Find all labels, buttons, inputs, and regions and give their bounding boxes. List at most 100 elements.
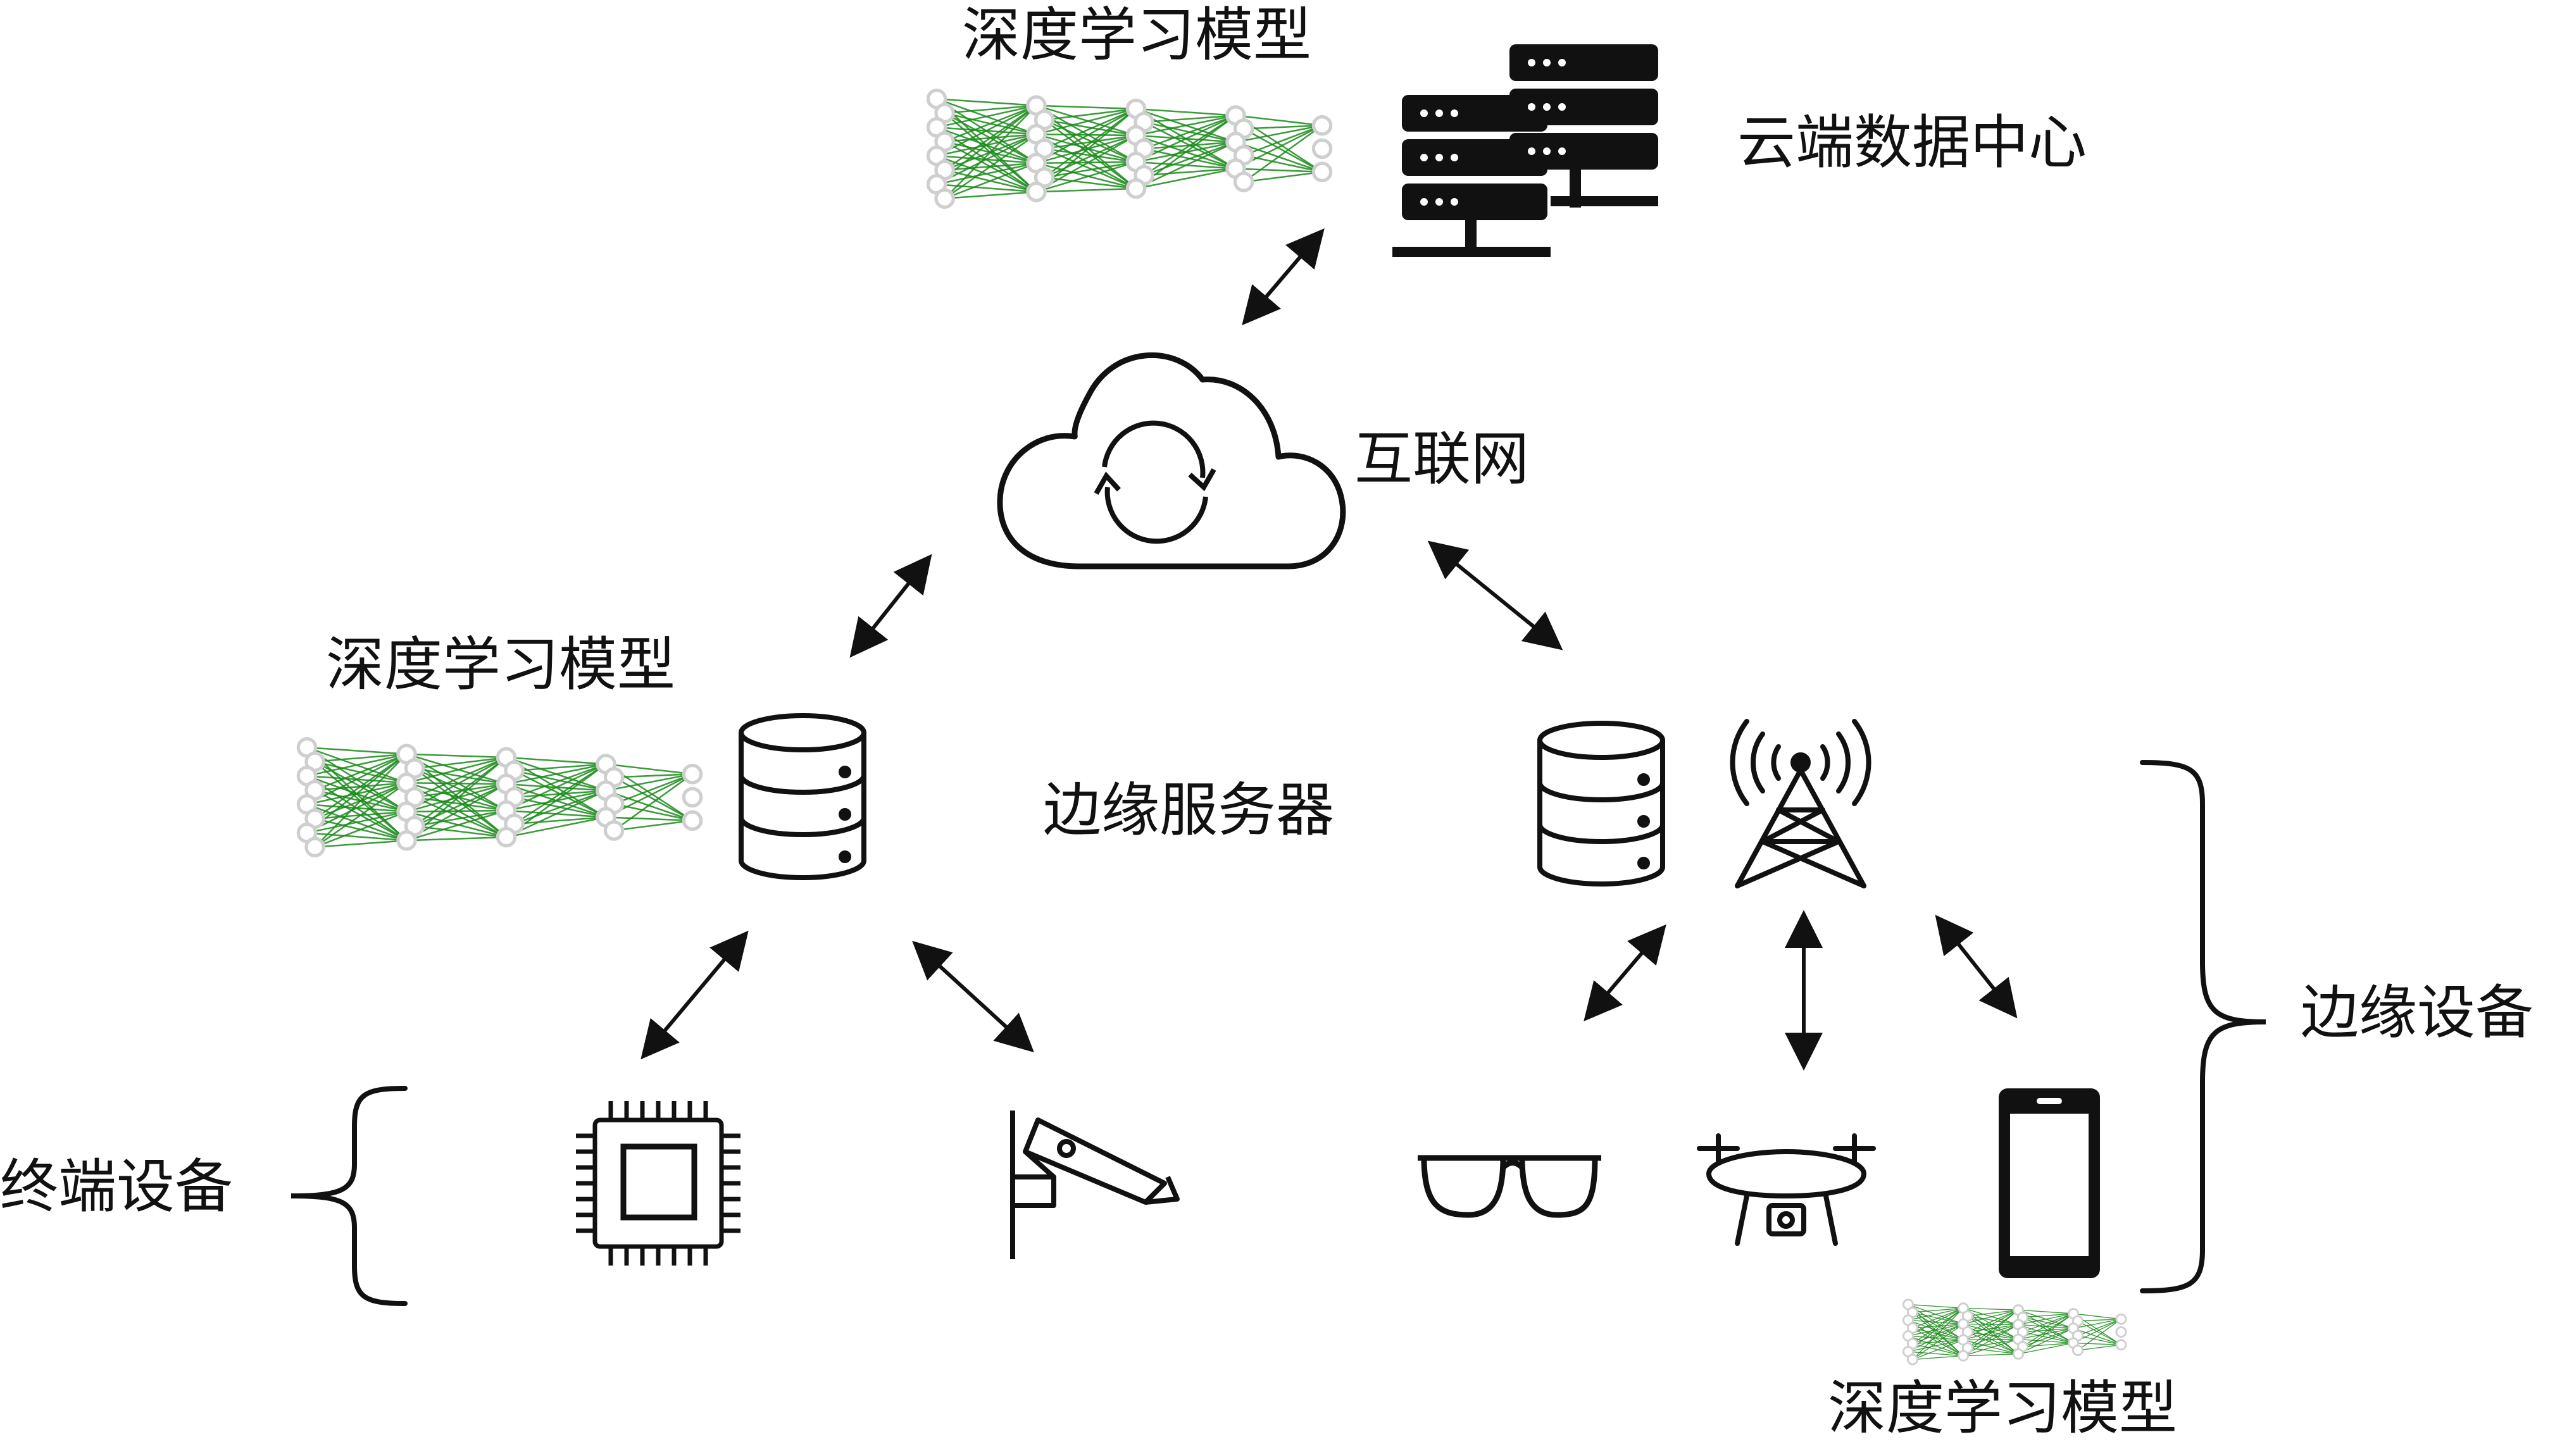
- network-edge: [1963, 1309, 2019, 1325]
- network-node: [2115, 1339, 2127, 1351]
- arrow-cloud-to-edge-left: [849, 554, 932, 658]
- network-edge: [1036, 162, 1137, 190]
- network-edge: [1036, 161, 1137, 165]
- network-edge: [1908, 1307, 1964, 1336]
- label-edge-server: 边缘服务器: [1043, 776, 1335, 844]
- network-edge: [944, 104, 1037, 199]
- network-node: [1311, 115, 1333, 136]
- network-edge: [613, 819, 693, 831]
- network-edge: [1144, 115, 1236, 123]
- network-edge: [306, 753, 407, 777]
- network-edge: [406, 756, 507, 784]
- network-node: [682, 763, 703, 785]
- network-edge: [944, 162, 1037, 199]
- network-edge: [1044, 119, 1137, 190]
- network-edge: [1912, 1307, 1964, 1313]
- label-cloud-datacenter: 云端数据中心: [1737, 109, 2087, 177]
- network-edge: [613, 773, 693, 805]
- arrow-edge-to-camera: [912, 940, 1034, 1053]
- label-edge-devices: 边缘设备: [2301, 979, 2534, 1047]
- network-edge: [406, 783, 507, 812]
- neural-network-icon-cloud: [926, 88, 1333, 209]
- label-model-cloud: 深度学习模型: [962, 1, 1312, 69]
- network-edge: [1036, 104, 1137, 137]
- network-edge: [1135, 168, 1236, 190]
- server-rack-icon: [1392, 44, 1658, 257]
- network-edge: [1912, 1355, 1964, 1360]
- network-edge: [514, 790, 606, 825]
- network-edge: [1912, 1307, 1964, 1345]
- network-edge: [1908, 1351, 1964, 1357]
- arrow-db-to-glasses: [1584, 924, 1666, 1022]
- network-edge: [1967, 1324, 2019, 1333]
- network-edge: [1044, 119, 1137, 163]
- network-edge: [1036, 134, 1137, 164]
- network-edge: [314, 782, 408, 848]
- network-edge: [1036, 187, 1137, 193]
- network-node: [682, 787, 703, 808]
- network-edge: [406, 809, 507, 842]
- network-edge: [1967, 1309, 2019, 1317]
- chip-icon: [576, 1101, 740, 1266]
- network-edge: [1912, 1339, 1964, 1360]
- network-edge: [306, 746, 407, 756]
- arrow-cloud-to-edge-right: [1427, 540, 1563, 650]
- network-edge: [506, 756, 606, 765]
- network-node: [1311, 138, 1333, 159]
- database-icon-right: [1537, 721, 1665, 887]
- glasses-icon: [1418, 1155, 1601, 1218]
- network-edge: [606, 816, 693, 822]
- network-edge: [406, 782, 507, 812]
- network-edge: [514, 816, 606, 825]
- network-edge: [1144, 115, 1236, 150]
- network-edge: [2022, 1313, 2074, 1347]
- network-edge: [1235, 168, 1323, 173]
- network-edge: [414, 768, 507, 812]
- network-node: [934, 188, 955, 209]
- network-edge: [2077, 1319, 2121, 1351]
- network-edge: [414, 756, 507, 827]
- network-edge: [1912, 1307, 1964, 1329]
- network-edge: [2073, 1319, 2121, 1329]
- network-edge: [506, 816, 606, 838]
- edge-devices-brace: [2140, 760, 2266, 1293]
- network-edge: [414, 768, 507, 838]
- label-model-edge-server: 深度学习模型: [326, 631, 676, 699]
- network-edge: [414, 756, 507, 799]
- network-edge: [1967, 1316, 2019, 1340]
- network-edge: [1963, 1323, 2019, 1340]
- network-edge: [1135, 115, 1236, 137]
- network-edge: [406, 781, 507, 785]
- network-edge: [513, 763, 607, 825]
- network-edge: [414, 756, 507, 769]
- network-edge: [306, 811, 407, 834]
- network-edge: [2077, 1344, 2121, 1351]
- cell-tower-icon: [1730, 719, 1871, 888]
- network-edge: [314, 753, 408, 848]
- network-edge: [514, 763, 606, 772]
- network-edge: [306, 753, 408, 806]
- network-edge: [406, 809, 507, 813]
- network-node: [2115, 1313, 2127, 1325]
- network-edge: [1963, 1307, 2019, 1310]
- network-edge: [2073, 1342, 2121, 1345]
- label-internet: 互联网: [1354, 425, 1530, 493]
- arrow-edge-to-chip: [640, 930, 749, 1060]
- network-edge: [2018, 1342, 2074, 1355]
- network-edge: [1243, 125, 1323, 183]
- arrow-tower-to-phone: [1935, 914, 2018, 1019]
- network-node: [304, 837, 325, 858]
- network-edge: [1143, 115, 1237, 177]
- network-edge: [1243, 171, 1323, 183]
- network-edge: [1963, 1353, 2019, 1357]
- network-edge: [315, 753, 407, 763]
- network-edge: [414, 783, 507, 827]
- network-node: [1958, 1350, 1969, 1362]
- cloud-sync-icon: [997, 352, 1346, 569]
- network-edge: [1044, 134, 1137, 150]
- neural-network-icon-edge-server: [296, 737, 703, 858]
- network-edge: [1044, 108, 1137, 178]
- network-edge: [1243, 125, 1323, 156]
- network-node: [1026, 181, 1047, 202]
- network-edge: [944, 134, 1037, 199]
